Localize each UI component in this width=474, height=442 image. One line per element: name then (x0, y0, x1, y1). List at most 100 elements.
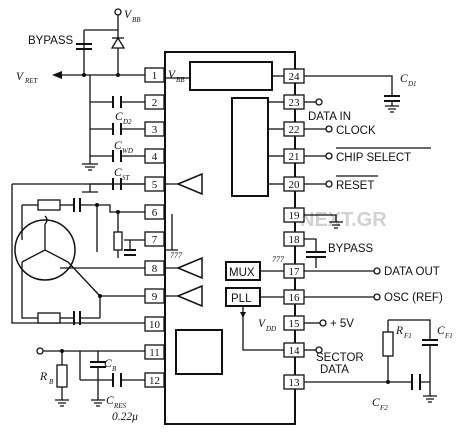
svg-text:2: 2 (152, 97, 158, 109)
bottom-left-components: R B C B C RES 0.22μ (36, 347, 145, 423)
reset-label: RESET (336, 180, 374, 192)
cf1-label: C (437, 325, 445, 337)
chip-select-terminal (325, 152, 333, 160)
data-in-terminal (315, 98, 323, 106)
bypass-top-label: BYPASS (28, 35, 73, 47)
cwd-label: C (114, 140, 122, 152)
sector-label: SECTOR (316, 352, 364, 364)
vbb-top-label: V (124, 9, 133, 21)
svg-text:WD: WD (122, 147, 133, 155)
motor-winding-circle (14, 219, 76, 281)
svg-text:5: 5 (152, 179, 158, 191)
data-label: DATA (320, 364, 349, 376)
svg-text:D1: D1 (407, 80, 417, 88)
reset-terminal (325, 180, 333, 188)
data-out-label: DATA OUT (384, 266, 440, 278)
internal-block-bottom (175, 329, 223, 375)
svg-text:F2: F2 (379, 404, 388, 412)
svg-text:15: 15 (289, 318, 301, 330)
vret-label: V (16, 71, 25, 83)
vdd-terminal (319, 319, 327, 327)
svg-text:16: 16 (289, 292, 301, 304)
sector-data-terminal (315, 346, 323, 354)
rf1-label: R (395, 325, 403, 337)
left-capacitors: C D2 C WD C ST (82, 75, 145, 193)
svg-text:BB: BB (132, 16, 141, 24)
cres-label: C (106, 395, 114, 407)
cd2-label: C (115, 111, 123, 123)
svg-text:ST: ST (122, 174, 131, 182)
bypass-right-label: BYPASS (328, 243, 373, 255)
amp-pin8 (176, 256, 203, 280)
pll-label: PLL (231, 293, 252, 305)
data-out-terminal (373, 267, 381, 275)
ground-mark-right: 777 (272, 255, 285, 264)
svg-text:20: 20 (289, 179, 301, 191)
svg-text:19: 19 (289, 210, 301, 222)
cf2-label: C (372, 397, 380, 409)
internal-ground-left (166, 214, 178, 251)
svg-text:B: B (49, 378, 54, 386)
svg-text:22: 22 (289, 124, 300, 136)
svg-text:6: 6 (152, 207, 158, 219)
svg-text:11: 11 (149, 347, 160, 359)
rb-label: R (39, 371, 47, 383)
svg-text:DD: DD (265, 325, 276, 333)
svg-text:3: 3 (152, 124, 158, 136)
svg-text:4: 4 (152, 151, 158, 163)
osc-terminal (373, 293, 381, 301)
svg-text:F1: F1 (403, 332, 412, 340)
cres-value: 0.22μ (112, 411, 138, 423)
svg-text:RET: RET (24, 77, 39, 85)
chip-select-label: CHIP SELECT (336, 152, 411, 164)
rf1-resistor (382, 331, 394, 357)
left-pins: 1 2 3 4 5 6 7 8 9 10 11 12 (144, 67, 165, 388)
amp-pin9 (176, 284, 203, 308)
clock-label: CLOCK (336, 125, 376, 137)
right-side-circuit: C D1 DATA IN CLOCK CHIP SELECT RESET BYP… (258, 73, 453, 412)
svg-text:9: 9 (152, 291, 158, 303)
amp-inputs (164, 183, 178, 297)
svg-text:7: 7 (152, 234, 158, 246)
svg-text:1: 1 (152, 70, 158, 82)
plus-5v-label: + 5V (330, 318, 354, 330)
rb-resistor (56, 364, 68, 388)
resistor-pin7 (113, 231, 123, 251)
cst-label: C (114, 167, 122, 179)
supply-section: V BB BYPASS V RET V BB (16, 8, 185, 85)
svg-text:B: B (112, 365, 117, 373)
data-in-label: DATA IN (308, 111, 351, 123)
svg-text:F1: F1 (444, 332, 453, 340)
ground-mark-left: 777 (170, 251, 183, 260)
arrow-marker (240, 312, 246, 318)
internal-block-shift-register (231, 97, 269, 197)
svg-text:10: 10 (149, 319, 161, 331)
svg-text:RES: RES (113, 402, 127, 410)
motor-network (11, 183, 145, 325)
diode-icon (110, 36, 126, 49)
internal-block-top (189, 61, 273, 91)
watermark: NEXT.GR (300, 209, 387, 231)
vdd-label: V (258, 318, 267, 330)
svg-text:D2: D2 (122, 118, 132, 126)
svg-text:12: 12 (149, 375, 160, 387)
svg-text:BB: BB (176, 76, 185, 84)
svg-text:17: 17 (289, 266, 301, 278)
svg-text:8: 8 (152, 263, 158, 275)
pin19-ground (304, 214, 343, 229)
svg-text:13: 13 (289, 377, 301, 389)
clock-terminal (325, 125, 333, 133)
amp-pin5 (176, 172, 203, 196)
bypass-capacitor (76, 43, 92, 50)
svg-text:24: 24 (289, 71, 301, 83)
mux-label: MUX (229, 267, 255, 279)
svg-text:23: 23 (289, 97, 301, 109)
svg-text:14: 14 (289, 345, 301, 357)
cd1-label: C (400, 73, 408, 85)
svg-text:21: 21 (289, 151, 300, 163)
vbb-pin-label: V (168, 69, 177, 81)
osc-ref-label: OSC (REF) (384, 292, 443, 304)
svg-text:18: 18 (289, 234, 301, 246)
internal-wire-14 (242, 306, 284, 351)
